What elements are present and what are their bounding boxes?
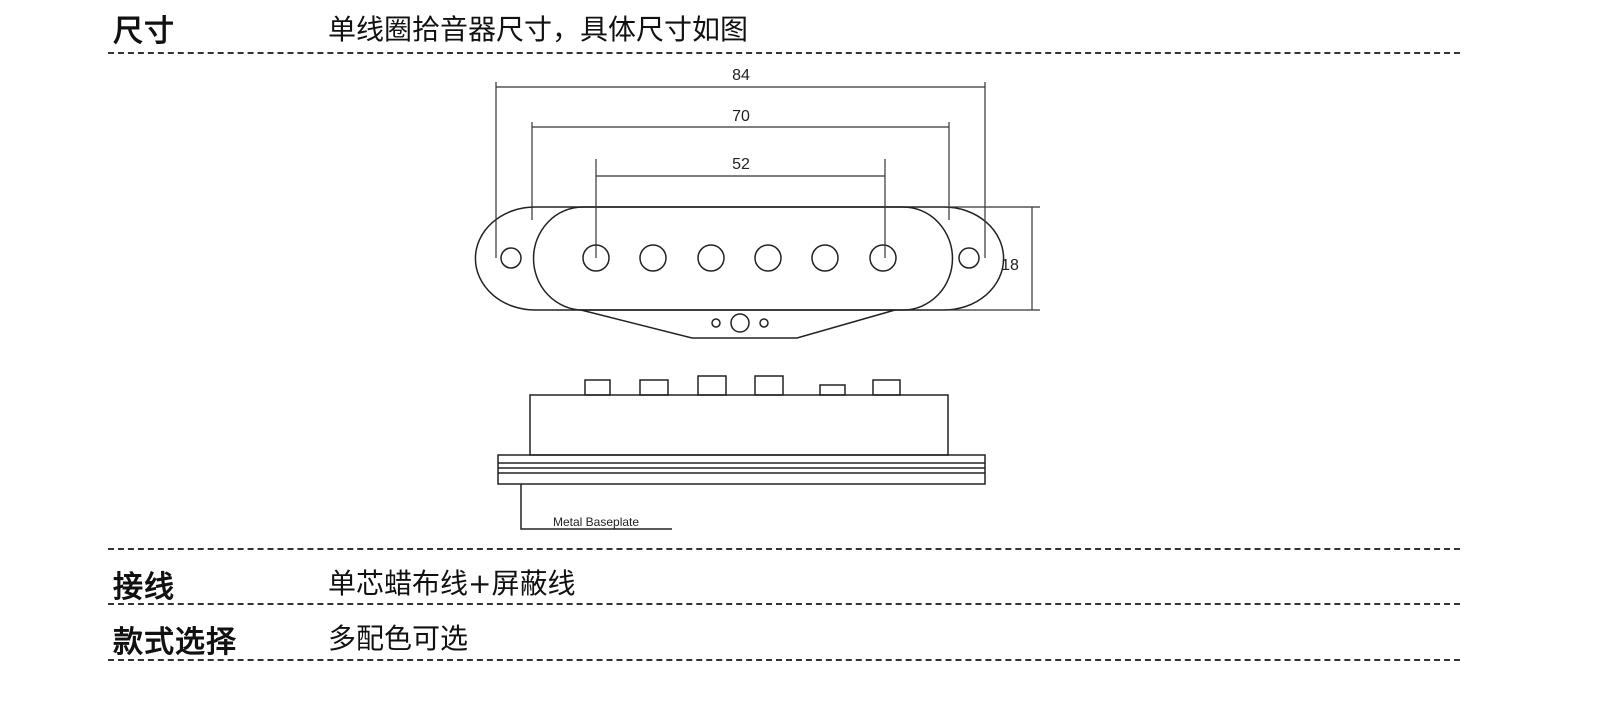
row-label-size: 尺寸: [113, 14, 175, 49]
pole-piece-2: [639, 244, 667, 272]
dim-label-18: 18: [1001, 257, 1019, 274]
pole-piece-3: [697, 244, 725, 272]
baseplate-leader-line: [520, 484, 672, 530]
dim-label-84: 84: [732, 67, 750, 84]
side-pole-3: [697, 375, 727, 396]
divider: [108, 52, 1460, 54]
pickup-cover-outline: [474, 206, 1005, 311]
dim-label-52: 52: [732, 156, 750, 173]
baseplate-label: Metal Baseplate: [553, 515, 639, 529]
divider: [108, 659, 1460, 661]
pole-piece-4: [754, 244, 782, 272]
side-baseplate: [497, 454, 986, 485]
row-value-style: 多配色可选: [328, 622, 469, 655]
pole-piece-5: [811, 244, 839, 272]
side-pole-4: [754, 375, 784, 396]
pickup-bobbin-outline: [532, 206, 954, 311]
pickup-bottom-tab: [580, 309, 896, 339]
tab-hole-center: [730, 313, 750, 333]
mount-hole-left: [500, 247, 522, 269]
side-pole-5: [819, 384, 846, 396]
divider: [108, 603, 1460, 605]
divider: [108, 548, 1460, 550]
side-pole-1: [584, 379, 611, 396]
row-value-wiring: 单芯蜡布线+屏蔽线: [328, 567, 576, 600]
tab-hole-small-left: [711, 318, 721, 328]
tab-hole-small-right: [759, 318, 769, 328]
side-pole-2: [639, 379, 669, 396]
mount-hole-right: [958, 247, 980, 269]
pole-piece-6: [869, 244, 897, 272]
side-bobbin-body: [529, 394, 949, 456]
row-label-wiring: 接线: [113, 570, 175, 605]
row-label-style: 款式选择: [113, 625, 237, 660]
row-value-size: 单线圈拾音器尺寸，具体尺寸如图: [328, 13, 749, 46]
dim-label-70: 70: [732, 108, 750, 125]
side-pole-6: [872, 379, 901, 396]
